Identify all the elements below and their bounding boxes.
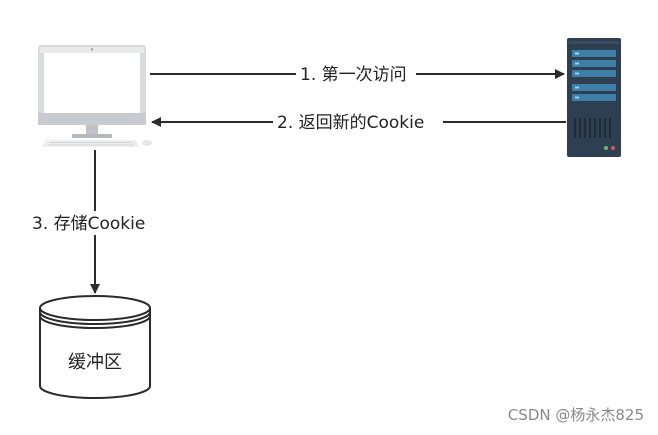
edge-return-cookie: 2. 返回新的Cookie — [151, 110, 566, 134]
database-cylinder-icon — [39, 295, 151, 399]
edge-label-store-cookie: 3. 存储Cookie — [32, 214, 145, 234]
server-tower-icon — [567, 38, 621, 157]
csdn-watermark: CSDN @杨永杰825 — [507, 406, 644, 424]
edge-label-return-cookie: 2. 返回新的Cookie — [277, 113, 424, 133]
edge-store-cookie: 3. 存储Cookie — [28, 150, 160, 294]
edge-label-first-visit: 1. 第一次访问 — [300, 65, 407, 85]
buffer-label: 缓冲区 — [68, 352, 122, 373]
edge-first-visit: 1. 第一次访问 — [150, 62, 565, 86]
desktop-computer-icon — [38, 45, 152, 147]
